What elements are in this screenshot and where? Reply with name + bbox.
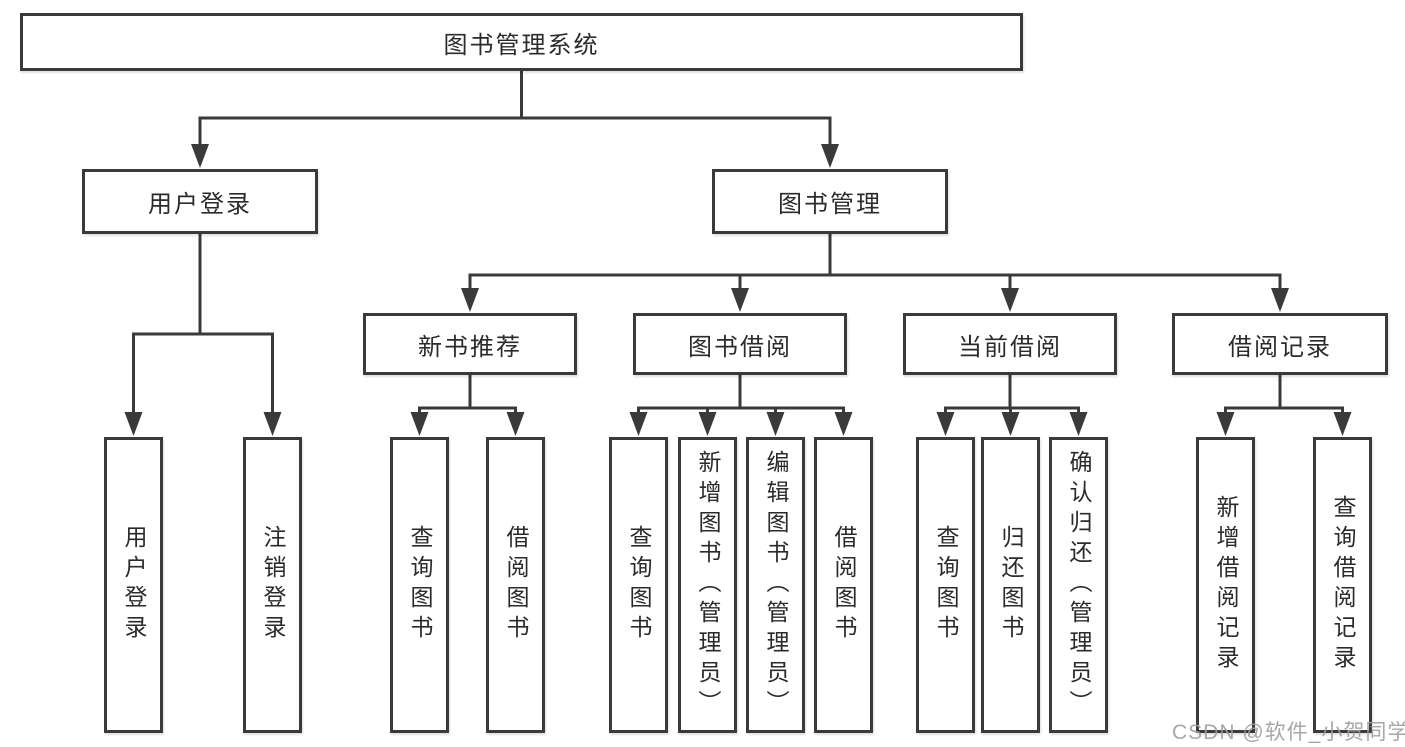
node-library-system: 图书管理系统 [20, 13, 1023, 71]
node-leaf-logout-login: 注销登录 [243, 437, 302, 733]
node-leaf-query-book-recommend: 查询图书 [390, 437, 449, 733]
node-leaf-query-book-borrow: 查询图书 [609, 437, 668, 733]
node-leaf-add-borrow-record: 新增借阅记录 [1196, 437, 1255, 733]
node-leaf-borrow-book: 借阅图书 [814, 437, 873, 733]
node-book-management: 图书管理 [712, 169, 948, 234]
node-book-borrow: 图书借阅 [633, 313, 847, 375]
node-leaf-return-book: 归还图书 [981, 437, 1040, 733]
node-leaf-query-borrow-record: 查询借阅记录 [1313, 437, 1372, 733]
node-leaf-user-login: 用户登录 [104, 437, 163, 733]
node-leaf-query-book-current: 查询图书 [916, 437, 975, 733]
node-borrow-records: 借阅记录 [1172, 313, 1388, 375]
csdn-watermark: CSDN @软件_小贺同学 [1172, 721, 1405, 744]
node-leaf-confirm-return-admin: 确认归还（管理员） [1049, 437, 1108, 733]
node-leaf-borrow-book-recommend: 借阅图书 [486, 437, 545, 733]
node-new-book-recommend: 新书推荐 [363, 313, 577, 375]
node-current-borrow: 当前借阅 [903, 313, 1117, 375]
node-leaf-add-book-admin: 新增图书（管理员） [678, 437, 737, 733]
node-user-login: 用户登录 [82, 169, 318, 234]
node-leaf-edit-book-admin: 编辑图书（管理员） [746, 437, 805, 733]
